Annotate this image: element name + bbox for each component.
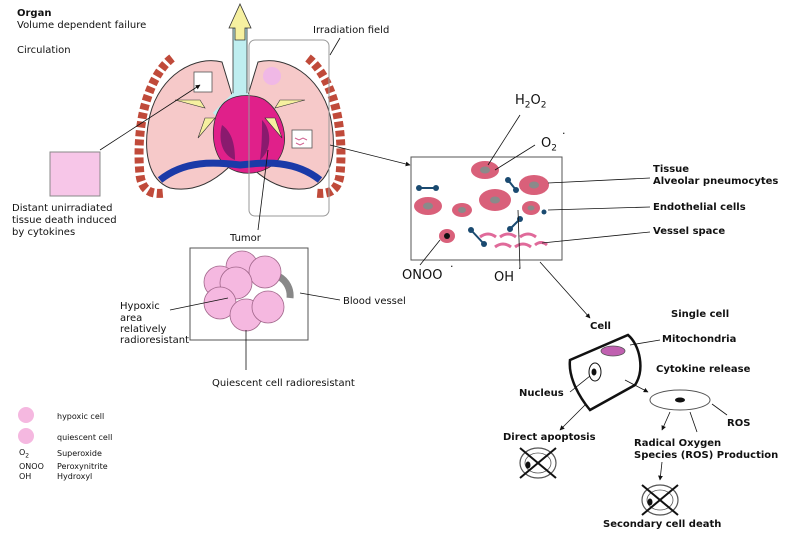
h2o2-label: H2O2 xyxy=(515,93,547,111)
circulation-label: Circulation xyxy=(17,45,71,56)
hypoxic-line-4: radioresistant xyxy=(120,335,190,346)
diaphragm xyxy=(157,159,323,183)
single-cell-label: Single cell xyxy=(671,309,730,320)
quiescent-label: Quiescent cell radioresistant xyxy=(212,378,355,389)
apoptotic-cell-icon xyxy=(519,447,557,479)
irradiation-field-label: Irradiation field xyxy=(313,25,390,36)
single-cell-illustration xyxy=(519,333,728,516)
vessel-space-label: Vessel space xyxy=(653,226,726,237)
cell-body xyxy=(568,333,642,412)
ros-production-line-2: Species (ROS) Production xyxy=(634,450,779,461)
legend-hypoxic-label: hypoxic cell xyxy=(57,412,105,421)
legend-hypoxic-swatch xyxy=(18,407,34,423)
cell-label: Cell xyxy=(590,321,611,332)
distant-tissue-square xyxy=(49,151,101,197)
secondary-cell-death-label: Secondary cell death xyxy=(603,519,722,530)
blood-vessel-label: Blood vessel xyxy=(343,296,406,307)
left-lung xyxy=(146,60,233,190)
tissue-label: Tissue xyxy=(653,164,690,175)
trachea-up-arrow xyxy=(228,3,252,41)
mitochondria-shape xyxy=(600,345,626,357)
mitochondria-label: Mitochondria xyxy=(662,334,737,345)
tissue-box xyxy=(410,114,651,269)
legend-quiescent-label: quiescent cell xyxy=(57,433,113,442)
lungs-illustration xyxy=(134,3,346,198)
legend-quiescent-swatch xyxy=(18,428,34,444)
legend-oh-symbol: OH xyxy=(19,472,32,481)
ros-label: ROS xyxy=(727,418,751,429)
tumor-title: Tumor xyxy=(230,233,261,244)
distant-line-3: by cytokines xyxy=(12,227,76,238)
legend-oh-desc: Hydroxyl xyxy=(57,472,93,481)
distant-line-2: tissue death induced xyxy=(12,215,117,226)
legend-onoo-symbol: ONOO xyxy=(19,462,44,471)
secondary-dead-cell-icon xyxy=(641,484,679,516)
direct-apoptosis-label: Direct apoptosis xyxy=(503,432,596,443)
nucleus-label: Nucleus xyxy=(519,388,564,399)
legend-o2-symbol: O2 xyxy=(19,448,30,460)
onoo-label: ONOO xyxy=(402,268,443,283)
irradiation-field-box xyxy=(248,39,330,217)
ros-production-line-1: Radical Oxygen xyxy=(634,438,722,449)
onoo-radical-dot: . xyxy=(450,257,454,270)
organ-subtitle: Volume dependent failure xyxy=(17,20,147,31)
hypoxic-line-3: relatively xyxy=(120,324,167,335)
o2-radical-dot: . xyxy=(562,124,566,137)
oh-label: OH xyxy=(494,270,515,285)
endothelial-label: Endothelial cells xyxy=(653,202,746,213)
organ-title: Organ xyxy=(17,8,52,19)
hypoxic-line-1: Hypoxic xyxy=(120,301,160,312)
legend-onoo-desc: Peroxynitrite xyxy=(57,462,108,471)
o2-label: O2 xyxy=(541,136,557,154)
tumor-box xyxy=(169,247,341,370)
cytokine-release-label: Cytokine release xyxy=(656,364,751,375)
oh-radical-dot: . xyxy=(518,259,522,272)
hypoxic-line-2: area xyxy=(120,313,143,324)
distant-line-1: Distant unirradiated xyxy=(12,203,113,214)
legend-o2-desc: Superoxide xyxy=(57,449,102,458)
alveolar-label: Alveolar pneumocytes xyxy=(653,176,779,187)
